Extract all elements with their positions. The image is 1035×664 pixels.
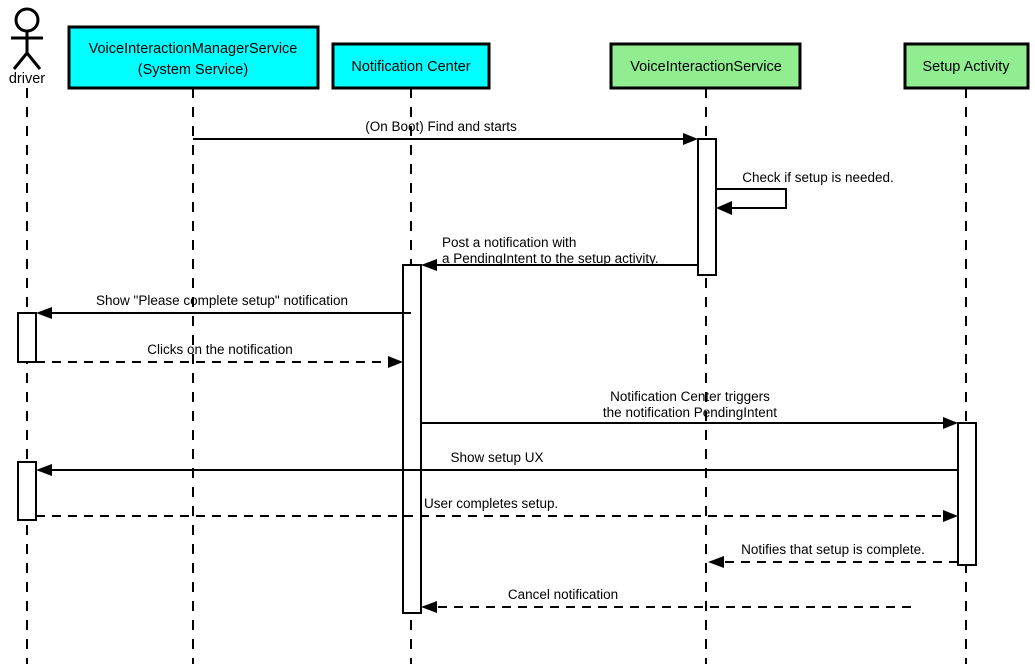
participant-label-driver: driver [9,71,45,87]
message-label-m9: Notifies that setup is complete. [741,542,925,557]
message-label-m4: Show "Please complete setup" notificatio… [96,293,348,308]
message-clicks-on-the-notification[interactable]: Clicks on the notification [36,342,403,368]
participant-driver[interactable]: driver [9,7,45,87]
arrowhead-m1 [683,133,698,145]
activation-bar-notification-center [402,264,422,614]
arrowhead-m5 [388,356,403,368]
arrowhead-m7 [36,464,52,476]
participant-box-vims[interactable] [67,25,320,90]
participant-setup-activity[interactable]: Setup Activity [903,42,1030,90]
arrowhead-m8 [943,510,958,522]
message-label-m6-line2: the notification PendingIntent [603,405,777,420]
message-label-m8: User completes setup. [424,496,558,511]
message-label-m1: (On Boot) Find and starts [365,119,517,134]
participant-box-voice-interaction-service[interactable] [609,42,802,90]
message-check-if-setup-is-needed[interactable]: Check if setup is needed. [716,170,894,215]
arrowhead-m10 [421,601,437,613]
arrowhead-m2 [716,201,732,215]
participant-box-setup-activity[interactable] [903,42,1030,90]
message-label-m7: Show setup UX [450,450,543,465]
activation-bar-voice-interaction-service [697,138,717,276]
actor-right-leg-icon [25,52,42,70]
actor-left-leg-icon [12,52,29,70]
activation-bar-driver-second [17,461,37,521]
message-show-please-complete-setup-notification[interactable]: Show "Please complete setup" notificatio… [36,293,411,319]
message-notifies-that-setup-is-complete[interactable]: Notifies that setup is complete. [708,542,958,568]
participant-voice-interaction-service[interactable]: VoiceInteractionService [609,42,802,90]
participant-label-vims-line1: VoiceInteractionManagerService [89,41,298,57]
participant-label-setup-activity: Setup Activity [922,59,1010,75]
participant-label-notification-center: Notification Center [351,59,470,75]
message-label-m6-line1: Notification Center triggers [610,389,770,404]
participant-label-vims-line2: (System Service) [138,62,248,78]
message-on-boot-find-and-starts[interactable]: (On Boot) Find and starts [193,119,698,145]
message-line-m2 [716,188,787,209]
activation-bar-driver-first [17,312,37,363]
participant-label-voice-interaction-service: VoiceInteractionService [630,59,782,75]
message-label-m3-line2: a PendingIntent to the setup activity. [442,251,659,266]
message-post-a-notification[interactable]: Post a notification with a PendingIntent… [421,235,698,271]
participant-vims[interactable]: VoiceInteractionManagerService (System S… [67,25,320,90]
participant-notification-center[interactable]: Notification Center [331,42,491,90]
message-label-m3-line1: Post a notification with [442,235,576,250]
message-label-m2: Check if setup is needed. [742,170,894,185]
message-label-m10: Cancel notification [508,587,618,602]
arrowhead-m6 [943,417,958,429]
message-cancel-notification[interactable]: Cancel notification [421,587,911,613]
message-notification-center-triggers-pendingintent[interactable]: Notification Center triggers the notific… [421,389,958,429]
message-label-m5: Clicks on the notification [147,342,293,357]
message-user-completes-setup[interactable]: User completes setup. [36,496,958,522]
participant-box-notification-center[interactable] [331,42,491,90]
arrowhead-m4 [36,307,52,319]
message-show-setup-ux[interactable]: Show setup UX [36,450,958,476]
arrowhead-m9 [708,556,724,568]
activation-bars-layer [17,138,977,614]
arrowhead-m3 [421,259,437,271]
activation-bar-setup-activity [957,422,977,566]
